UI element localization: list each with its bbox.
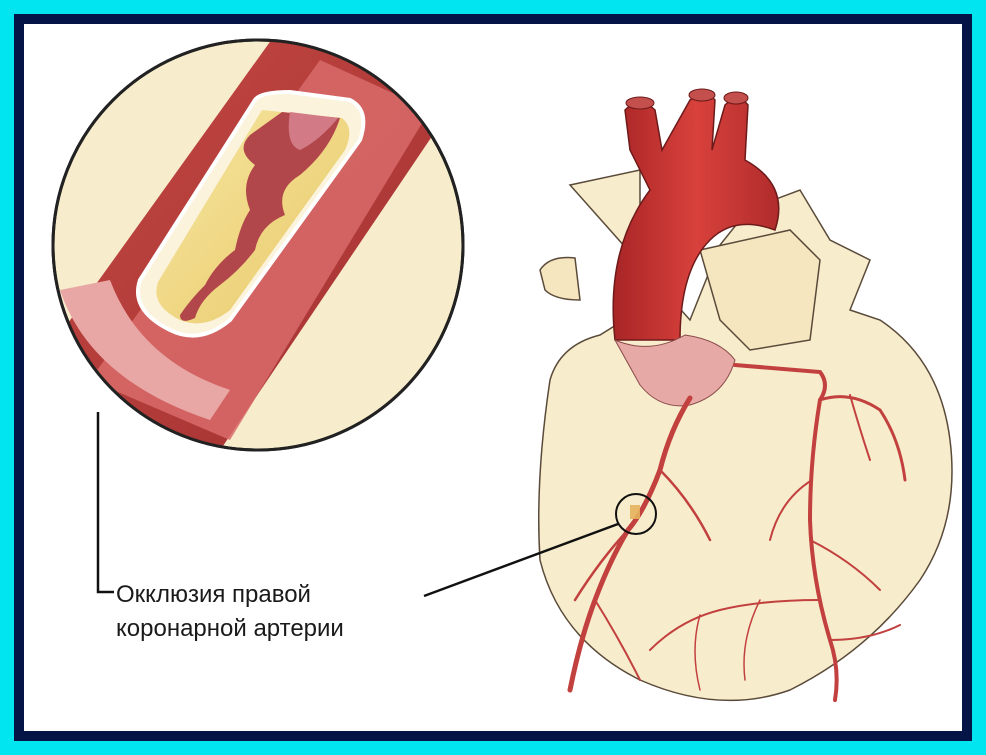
atrial-appendage [540, 258, 580, 301]
occlusion-plaque [630, 505, 640, 519]
annotation-label-line1: Окклюзия правой [116, 580, 311, 610]
annotation-label-line2: коронарной артерии [116, 614, 344, 644]
magnified-artery-view [20, 0, 470, 480]
callout-bracket-line [98, 412, 114, 592]
aorta-branch-2 [689, 89, 715, 101]
aorta-branch-3 [724, 92, 748, 104]
aorta-branch-1 [626, 97, 654, 109]
heart [539, 89, 952, 700]
